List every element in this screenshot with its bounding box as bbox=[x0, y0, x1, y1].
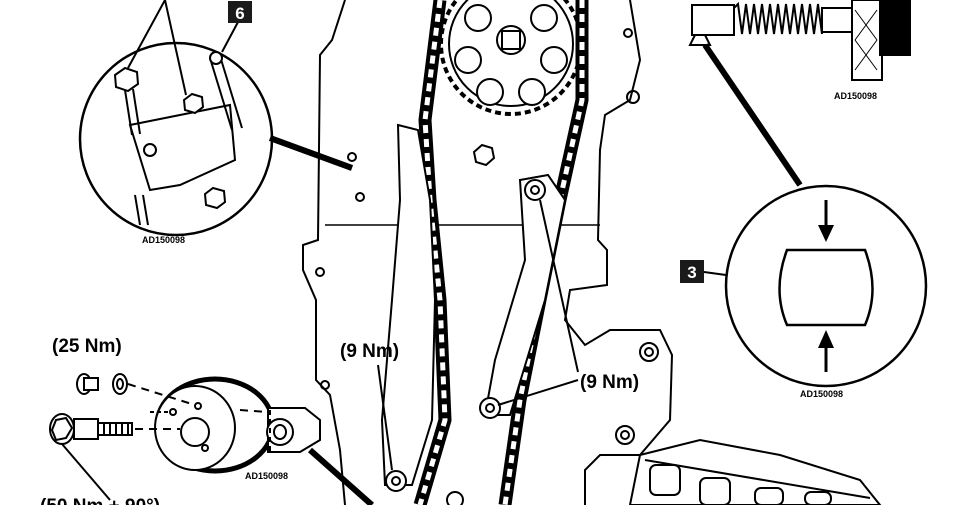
pulley-leader-line bbox=[308, 447, 374, 505]
drawing-code-1: AD150098 bbox=[142, 235, 185, 245]
detail-circle-tensioner-bolts bbox=[78, 0, 354, 237]
callout-badge-6: 6 bbox=[228, 1, 252, 23]
torque-label-25nm: (25 Nm) bbox=[52, 336, 122, 357]
callout-6-label: 6 bbox=[235, 4, 244, 23]
tensioner-plunger bbox=[688, 0, 911, 81]
crankshaft-pulley-assembly bbox=[49, 373, 321, 474]
torque-label-left-guide: (9 Nm) bbox=[340, 341, 399, 362]
drawing-code-3: AD150098 bbox=[800, 389, 843, 399]
sprocket-center-hex bbox=[472, 143, 496, 167]
valve-gear-detail bbox=[628, 438, 882, 505]
right-chain-tensioner-rail bbox=[479, 173, 567, 419]
drawing-code-2: AD150098 bbox=[834, 91, 877, 101]
callout-badge-3: 3 bbox=[680, 260, 704, 283]
torque-leader-right-2 bbox=[539, 199, 579, 373]
bolt-leader-line bbox=[61, 443, 111, 501]
camshaft-sprocket bbox=[439, 0, 583, 116]
torque-label-50nm: (50 Nm + 90°) bbox=[40, 496, 160, 505]
drawing-code-4: AD150098 bbox=[245, 471, 288, 481]
left-chain-guide bbox=[380, 123, 437, 492]
callout-3-label: 3 bbox=[687, 263, 696, 282]
torque-label-right-guide: (9 Nm) bbox=[580, 372, 639, 393]
torque-leader-right-1 bbox=[497, 379, 579, 406]
detail-circle-plunger-end bbox=[702, 43, 928, 388]
torque-leader-left bbox=[377, 364, 393, 471]
